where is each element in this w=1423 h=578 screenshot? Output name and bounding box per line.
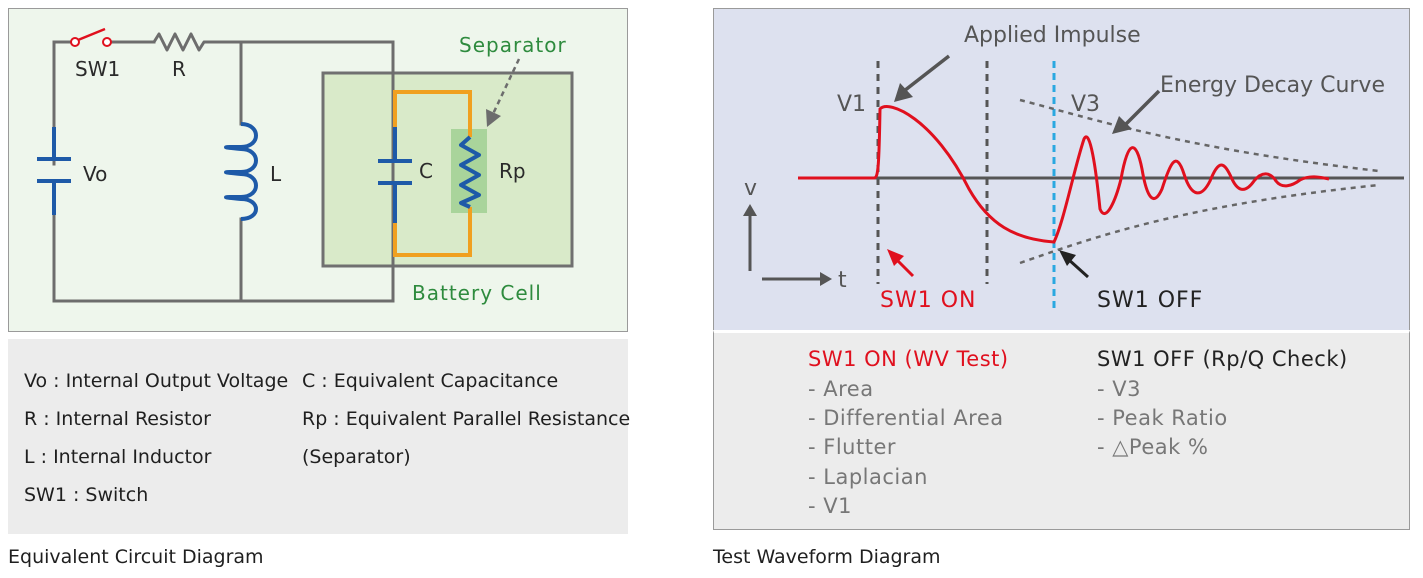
circuit-svg: SW1 R Vo L C Rp Separator Battery Cell — [37, 27, 574, 305]
inductor-l — [224, 122, 258, 221]
legend-sw1: SW1 : Switch — [24, 484, 149, 506]
on-item-area: - Area — [808, 377, 874, 401]
off-title: SW1 OFF (Rp/Q Check) — [1097, 347, 1348, 371]
waveform-legend: SW1 ON (WV Test) - Area - Differential A… — [713, 330, 1410, 530]
label-vo: Vo — [83, 162, 107, 186]
waveform-svg: Applied Impulse Energy Decay Curve V1 V3… — [743, 23, 1404, 313]
label-applied-impulse: Applied Impulse — [964, 23, 1141, 48]
label-c: C — [419, 159, 433, 183]
label-separator: Separator — [459, 33, 567, 57]
label-r: R — [172, 57, 186, 81]
energy-decay-curves — [1019, 98, 1380, 265]
label-sw1: SW1 — [75, 57, 120, 81]
label-v3: V3 — [1071, 92, 1100, 117]
resistor-rp — [459, 135, 481, 209]
waveform-line — [798, 105, 1330, 244]
battery-inner-wires — [393, 90, 472, 257]
sw1-off-arrow — [1059, 250, 1090, 279]
legend-rp: Rp : Equivalent Parallel Resistance — [302, 408, 631, 430]
legend-r: R : Internal Resistor — [24, 408, 211, 430]
battery-cell-box — [321, 71, 574, 268]
label-l: L — [270, 162, 282, 186]
capacitor-vo — [37, 127, 71, 215]
separator-arrow — [491, 58, 521, 115]
test-waveform-panel: Applied Impulse Energy Decay Curve V1 V3… — [713, 8, 1410, 330]
resistor-r — [152, 32, 207, 52]
label-sw1-on: SW1 ON — [880, 288, 976, 313]
legend-vo: Vo : Internal Output Voltage — [24, 370, 289, 392]
legend-l: L : Internal Inductor — [24, 446, 212, 468]
axis-arrows — [743, 204, 832, 286]
off-item-v3: - V3 — [1097, 377, 1141, 401]
label-axis-t: t — [838, 268, 847, 293]
off-item-peak-ratio: - Peak Ratio — [1097, 406, 1228, 430]
dashed-markers — [876, 61, 989, 284]
label-axis-v: v — [744, 176, 757, 201]
capacitor-c — [378, 127, 412, 223]
label-battery-cell: Battery Cell — [412, 281, 542, 305]
on-item-v1: - V1 — [808, 494, 852, 518]
off-item-delta-peak: - △Peak % — [1097, 435, 1209, 459]
legend-c: C : Equivalent Capacitance — [302, 370, 559, 392]
label-sw1-off: SW1 OFF — [1097, 288, 1203, 313]
legend-separator: (Separator) — [302, 446, 411, 468]
switch-sw1 — [70, 27, 112, 47]
circuit-legend: Vo : Internal Output Voltage R : Interna… — [8, 339, 631, 534]
label-energy-decay: Energy Decay Curve — [1160, 73, 1385, 98]
on-title: SW1 ON (WV Test) — [808, 347, 1009, 371]
label-rp: Rp — [499, 159, 526, 183]
sw1-on-arrow — [887, 249, 915, 278]
on-item-flutter: - Flutter — [808, 435, 896, 459]
decay-arrow — [1112, 89, 1161, 134]
on-item-differential-area: - Differential Area — [808, 406, 1004, 430]
caption-circuit: Equivalent Circuit Diagram — [8, 546, 264, 568]
caption-waveform: Test Waveform Diagram — [713, 546, 941, 568]
impulse-arrow — [894, 54, 951, 102]
label-v1: V1 — [837, 92, 866, 117]
on-item-laplacian: - Laplacian — [808, 465, 928, 489]
equivalent-circuit-panel: SW1 R Vo L C Rp Separator Battery Cell — [8, 8, 628, 332]
